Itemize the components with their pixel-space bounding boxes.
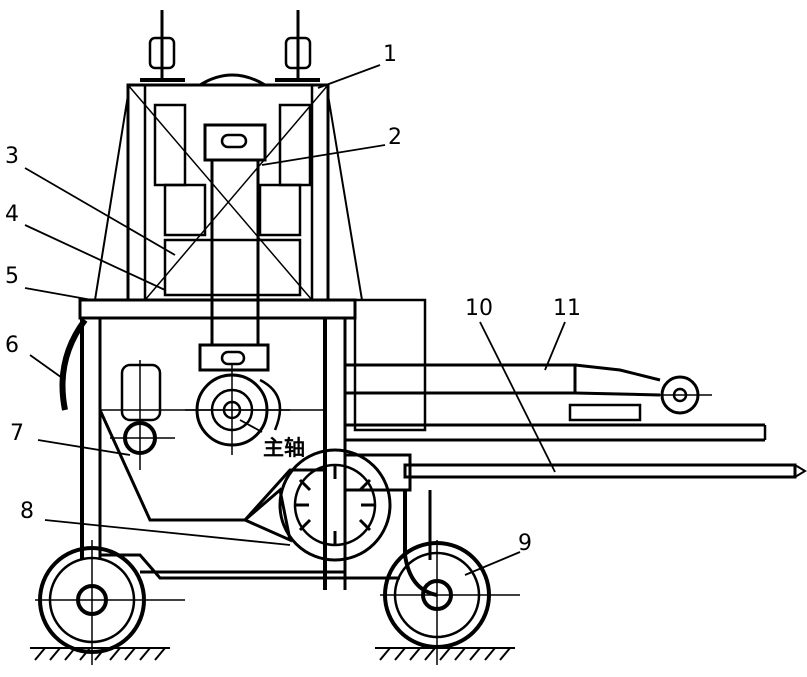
column-2 <box>198 123 270 372</box>
callout-4: 4 <box>5 202 19 227</box>
callout-1: 1 <box>383 42 397 67</box>
callout-7: 7 <box>10 421 24 446</box>
main-shaft-label: 主轴 <box>263 436 305 460</box>
tower-frame <box>94 73 363 302</box>
callout-8: 8 <box>20 499 34 524</box>
ground-hatching <box>30 647 515 661</box>
callout-3: 3 <box>5 144 19 169</box>
cutter-8 <box>242 448 392 562</box>
callout-6: 6 <box>5 333 19 358</box>
callout-5: 5 <box>5 264 19 289</box>
rod-10 <box>403 463 807 479</box>
callout-10: 10 <box>465 296 493 321</box>
leader-lines <box>24 64 566 576</box>
callout-11: 11 <box>553 296 581 321</box>
callout-9: 9 <box>518 531 532 556</box>
callout-2: 2 <box>388 125 402 150</box>
main-shaft <box>185 365 290 455</box>
housing-7 <box>98 340 325 522</box>
hoist-left <box>140 10 185 82</box>
guard-6 <box>59 318 88 411</box>
left-wheel <box>35 540 185 665</box>
feed-cylinder-11 <box>343 298 767 442</box>
hoist-right <box>275 10 320 82</box>
wheel-9 <box>380 490 520 665</box>
